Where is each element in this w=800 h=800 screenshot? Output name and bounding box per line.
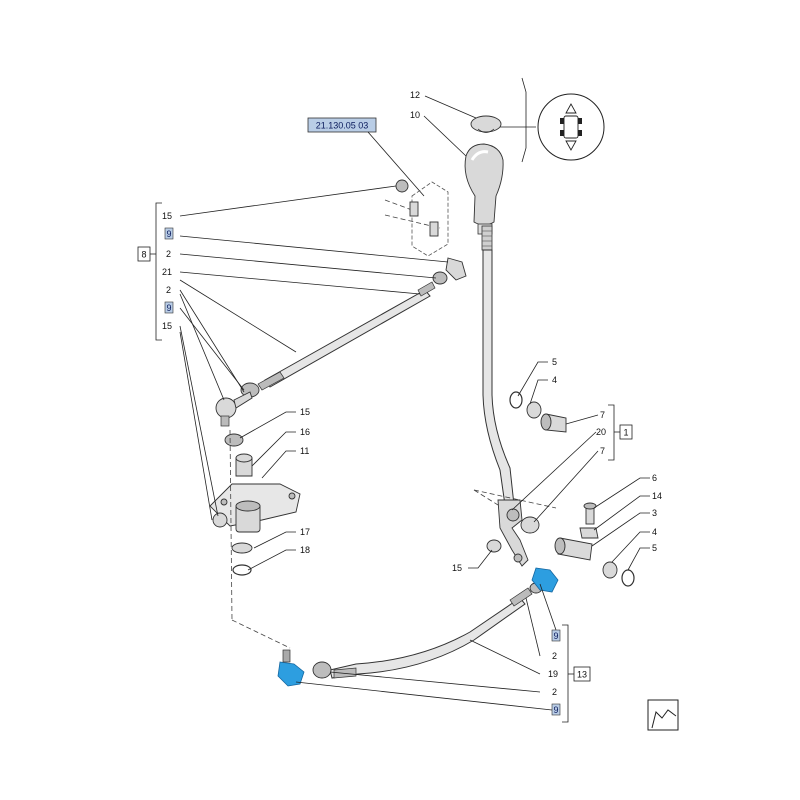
callout-right-4a: 4	[552, 375, 557, 385]
callout-left-9a: 9	[166, 229, 171, 239]
ball-joint-left	[215, 391, 253, 427]
ball-joint-lower-left	[277, 649, 305, 687]
callout-bottom-2a: 2	[552, 651, 557, 661]
callout-bottom-19: 19	[548, 669, 558, 679]
callout-bottom-9b: 9	[553, 705, 558, 715]
group-13-label: 13	[577, 670, 587, 680]
right-pin-assembly	[473, 489, 635, 587]
shift-pattern-icon	[560, 103, 582, 151]
callout-left-9b: 9	[166, 303, 171, 313]
leader-lines	[179, 95, 650, 711]
callout-right-4b: 4	[652, 527, 657, 537]
mounting-bracket	[384, 179, 449, 257]
callout-12: 12	[410, 90, 420, 100]
callout-mid-15: 15	[300, 407, 310, 417]
reference-code-label: 21.130.05 03	[316, 121, 369, 131]
callout-right-7a: 7	[600, 410, 605, 420]
callout-bottom-2b: 2	[552, 687, 557, 697]
knob-cap	[470, 115, 502, 133]
callout-right-5b: 5	[652, 543, 657, 553]
callout-10: 10	[410, 110, 420, 120]
group-bracket-13: 13	[562, 624, 591, 723]
right-bushings	[509, 391, 567, 433]
gear-knob	[464, 143, 504, 235]
callout-right-3: 3	[652, 508, 657, 518]
upper-shift-rod	[240, 257, 467, 398]
callout-mid-11: 11	[300, 446, 309, 456]
lower-shift-rod	[312, 582, 543, 679]
group-bracket-8: 8	[137, 202, 162, 341]
callout-right-6: 6	[652, 473, 657, 483]
callout-labels: 12 10 15 9 2 21 2 9 15 15 16 11 17 18 5 …	[162, 90, 662, 716]
callout-right-14: 14	[652, 491, 662, 501]
callout-mid-18: 18	[300, 545, 310, 555]
callout-right-5a: 5	[552, 357, 557, 367]
callout-right-15: 15	[452, 563, 462, 573]
callout-left-2a: 2	[166, 249, 171, 259]
callout-left-15a: 15	[162, 211, 172, 221]
ball-joint-lower-right	[531, 567, 559, 593]
group-8-label: 8	[141, 250, 146, 260]
callout-left-21: 21	[162, 267, 172, 277]
inset-panel	[500, 77, 605, 163]
callout-left-15b: 15	[162, 321, 172, 331]
gear-lever	[481, 225, 529, 567]
callout-right-7b: 7	[600, 446, 605, 456]
callout-right-20: 20	[596, 427, 606, 437]
callout-mid-16: 16	[300, 427, 310, 437]
reference-code-box[interactable]: 21.130.05 03	[307, 117, 377, 133]
callout-mid-17: 17	[300, 527, 310, 537]
callout-left-2b: 2	[166, 285, 171, 295]
group-bracket-1: 1	[608, 404, 633, 461]
pivot-assembly	[209, 429, 301, 649]
continuation-icon	[647, 699, 679, 731]
group-1-label: 1	[623, 428, 628, 438]
callout-bottom-9a: 9	[553, 631, 558, 641]
